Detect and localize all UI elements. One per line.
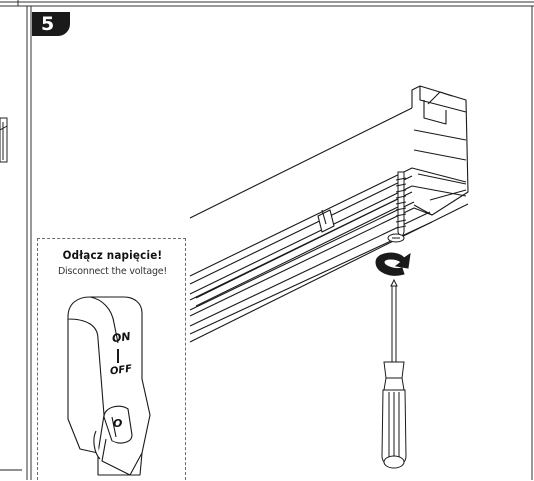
- previous-step-fragment: [0, 117, 22, 471]
- circuit-breaker-icon: [67, 296, 151, 476]
- step-number-badge: 5: [32, 12, 70, 36]
- switch-on-label: ON: [111, 329, 132, 346]
- warning-title: Odłącz napięcie!: [62, 248, 163, 262]
- switch-divider: [117, 349, 119, 363]
- warning-subtitle: Disconnect the voltage!: [57, 266, 168, 277]
- switch-button-label: O: [113, 417, 123, 430]
- screw-icon: [387, 171, 407, 243]
- screwdriver-icon: [381, 278, 407, 469]
- warning-box: Odłącz napięcie! Disconnect the voltage!…: [37, 238, 186, 480]
- rotate-arrow-icon: [375, 252, 411, 276]
